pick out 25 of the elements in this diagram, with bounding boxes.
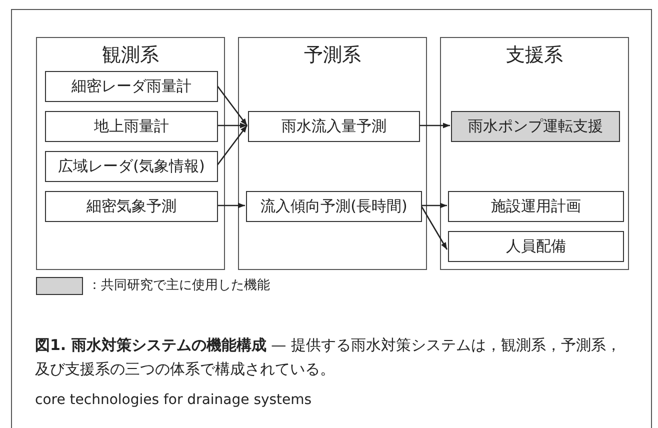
process-box: 細密レーダ雨量計 bbox=[45, 71, 218, 102]
panel-heading: 支援系 bbox=[505, 43, 564, 68]
arrow bbox=[421, 202, 447, 208]
group-panel bbox=[36, 37, 225, 270]
process-box: 広域レーダ(気象情報) bbox=[45, 151, 218, 182]
group-panel bbox=[238, 37, 427, 270]
panel-heading: 予測系 bbox=[303, 43, 362, 68]
arrow bbox=[419, 122, 450, 128]
arrow bbox=[217, 122, 247, 128]
arrow bbox=[420, 205, 448, 250]
process-box: 流入傾向予測(長時間) bbox=[246, 191, 422, 222]
process-box: 施設運用計画 bbox=[448, 191, 624, 222]
legend-text: ：共同研究で主に使用した機能 bbox=[88, 277, 270, 295]
process-box: 細密気象予測 bbox=[45, 191, 218, 222]
process-box: 人員配備 bbox=[448, 231, 624, 262]
process-box: 雨水流入量予測 bbox=[248, 111, 420, 142]
arrow bbox=[217, 202, 245, 208]
arrow bbox=[216, 85, 248, 126]
figure-caption: 図1. 雨水対策システムの機能構成 — 提供する雨水対策システムは，観測系，予測系，及び支援系の三つの体系で構成されている。 bbox=[35, 335, 622, 380]
group-panel bbox=[440, 37, 629, 270]
subtitle-text: core technologies for drainage systems bbox=[35, 392, 312, 408]
process-box: 雨水ポンプ運転支援 bbox=[451, 111, 620, 142]
panel-heading: 観測系 bbox=[101, 43, 160, 68]
arrow bbox=[216, 125, 248, 166]
process-box: 地上雨量計 bbox=[45, 111, 218, 142]
